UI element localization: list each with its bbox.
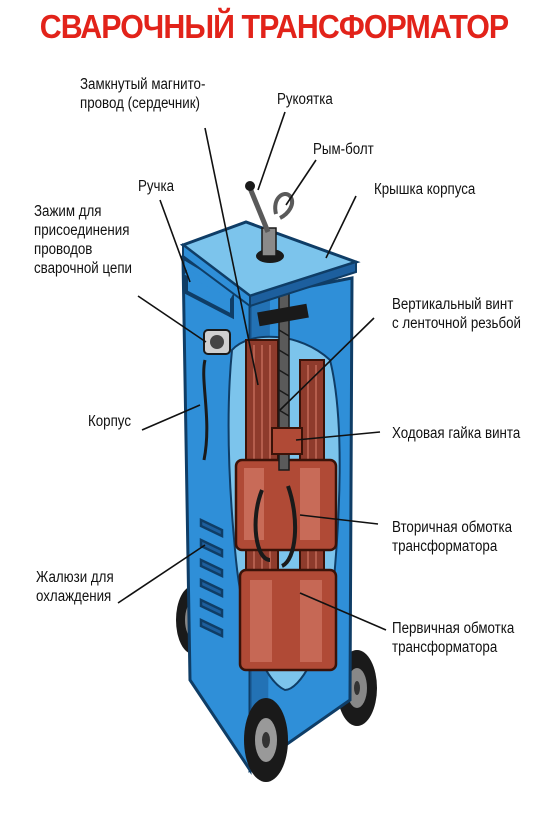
label-cover: Крышка корпуса	[374, 181, 476, 198]
label-body: Корпус	[88, 413, 131, 430]
label-secondary: Вторичная обмотка трансформатора	[392, 519, 513, 555]
wheel-front-left	[244, 698, 288, 782]
label-nut: Ходовая гайка винта	[392, 425, 521, 442]
cable-clamp	[202, 329, 231, 461]
label-vertical-screw: Вертикальный винт с ленточной резьбой	[392, 296, 521, 332]
cover-slot	[257, 303, 309, 327]
secondary-winding	[234, 458, 338, 568]
diagram-title: СВАРОЧНЫЙ ТРАНСФОРМАТОР	[39, 8, 509, 45]
label-handle-lever: Рукоятка	[277, 91, 333, 108]
leader-lines	[117, 111, 387, 631]
adjust-lever	[245, 181, 295, 263]
cooling-louvers	[199, 518, 224, 638]
primary-winding	[238, 568, 338, 672]
label-handle: Ручка	[138, 178, 175, 195]
label-clamp: Зажим для присоединения проводов сварочн…	[34, 203, 132, 277]
label-core: Замкнутый магнито- провод (сердечник)	[80, 76, 206, 112]
label-louvers: Жалюзи для охлаждения	[36, 569, 114, 605]
label-primary: Первичная обмотка трансформатора	[392, 620, 515, 656]
screw-nut	[271, 427, 303, 455]
carry-handle	[184, 269, 234, 320]
label-eye-bolt: Рым-болт	[313, 141, 374, 158]
